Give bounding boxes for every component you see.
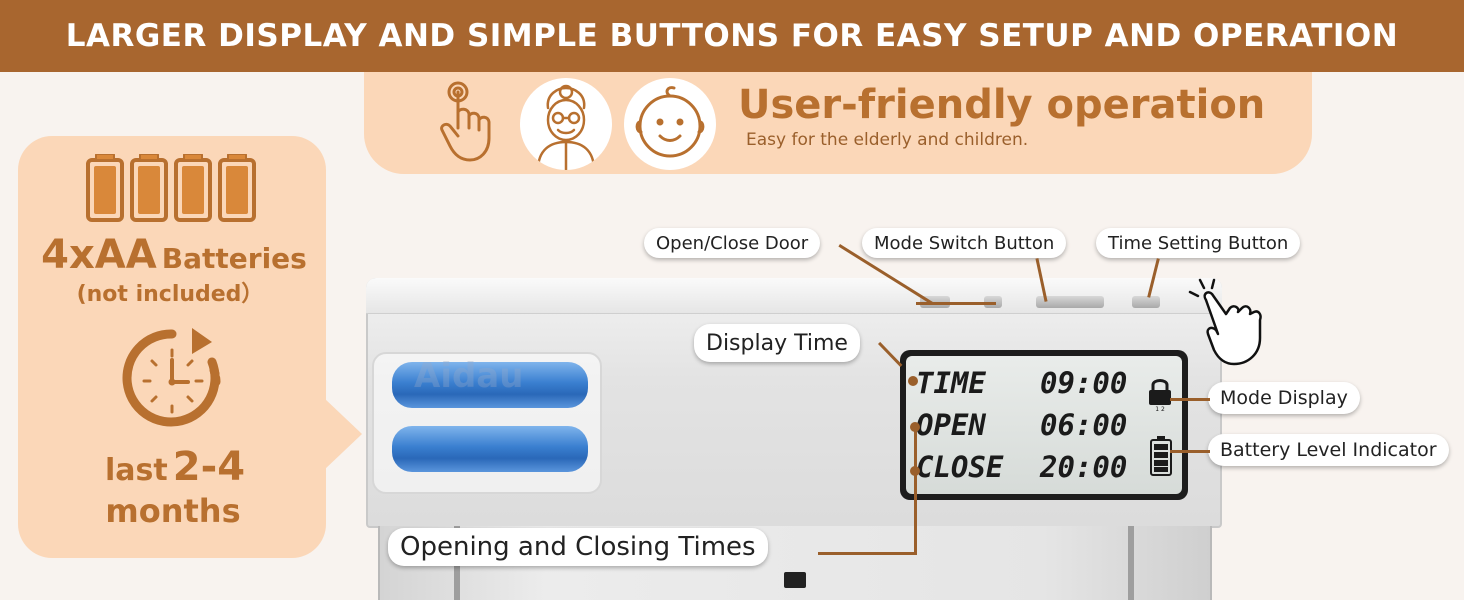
leader-opening-closing-vertical [914, 428, 917, 554]
top-banner: LARGER DISPLAY AND SIMPLE BUTTONS FOR EA… [0, 0, 1464, 72]
tap-hand-icon [440, 81, 491, 162]
battery-life-range: 2-4 [172, 444, 246, 490]
mode-switch-button[interactable] [1036, 296, 1104, 308]
battery-life-line: last 2-4 [20, 444, 330, 490]
lcd-time-label: TIME [916, 366, 986, 400]
battery-panel-pointer [324, 398, 362, 470]
battery-cell-top [392, 362, 588, 408]
battery-life-unit: months [105, 492, 241, 530]
callout-mode-switch: Mode Switch Button [862, 228, 1067, 258]
pressing-hand-icon [1188, 278, 1262, 366]
clock-icon [122, 328, 221, 427]
battery-life-word: last [104, 453, 168, 488]
brand-watermark: Aidau [414, 356, 524, 396]
lcd-close-value: 20:00 [1040, 450, 1128, 484]
battery-level-icon [1150, 436, 1172, 476]
callout-mode-display: Mode Display [1208, 382, 1360, 414]
battery-icon [86, 154, 256, 222]
leader-open-close-door-2 [916, 302, 996, 305]
lcd-time-value: 09:00 [1040, 366, 1128, 400]
lcd-screen [906, 356, 1182, 494]
device-sensor [784, 572, 806, 588]
leader-opening-closing-horizontal [818, 552, 917, 555]
dot-open-time [910, 422, 920, 432]
user-friendly-subtitle: Easy for the elderly and children. [746, 130, 1029, 150]
callout-battery-level: Battery Level Indicator [1208, 434, 1449, 466]
time-setting-button[interactable] [1132, 296, 1160, 308]
baby-face-icon [624, 78, 716, 170]
battery-count: 4xAA [41, 232, 157, 278]
user-friendly-title: User-friendly operation [738, 82, 1266, 128]
battery-info-panel [18, 136, 326, 558]
lcd-close-label: CLOSE [916, 450, 1004, 484]
leader-battery-level [1170, 450, 1210, 453]
lock-icon: 1 2 [1149, 379, 1171, 412]
banner-title: LARGER DISPLAY AND SIMPLE BUTTONS FOR EA… [65, 18, 1399, 54]
callout-opening-closing-times: Opening and Closing Times [388, 528, 768, 566]
device-rail-right [1128, 526, 1134, 600]
battery-word: Batteries [161, 242, 307, 275]
elderly-person-icon [520, 78, 612, 170]
callout-time-setting: Time Setting Button [1096, 228, 1301, 258]
callout-display-time: Display Time [694, 324, 860, 362]
lcd-open-label: OPEN [916, 408, 986, 442]
callout-open-close-door: Open/Close Door [644, 228, 821, 258]
leader-mode-display [1170, 398, 1210, 401]
battery-cell-bottom [392, 426, 588, 472]
lcd-open-value: 06:00 [1040, 408, 1128, 442]
dot-display-time [908, 376, 918, 386]
mode-sub-label: 1 2 [1155, 406, 1165, 412]
battery-note: (not included） [76, 282, 264, 307]
battery-type-label: 4xAA Batteries [20, 232, 328, 278]
